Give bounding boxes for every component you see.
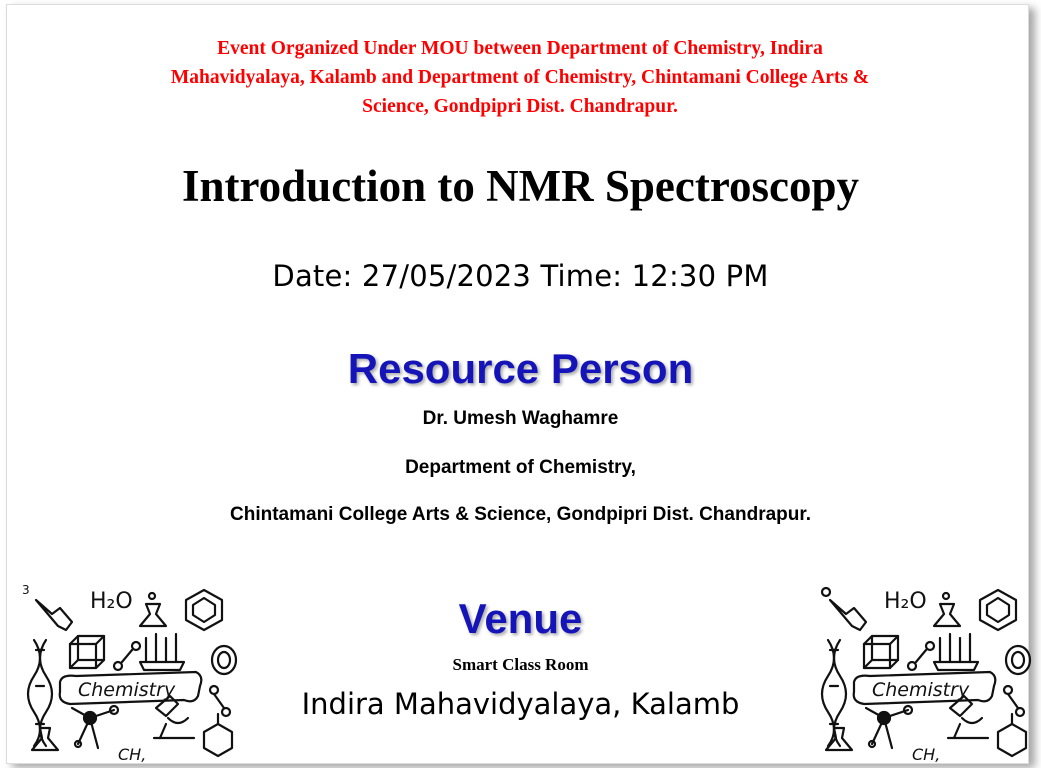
event-datetime: Date: 27/05/2023 Time: 12:30 PM — [272, 259, 769, 293]
venue-room: Smart Class Room — [452, 655, 589, 674]
mou-line-3: Science, Gondpipri Dist. Chandrapur. — [362, 96, 678, 117]
doodle-left-label: Chemistry — [78, 679, 176, 701]
resource-person-college: Chintamani College Arts & Science, Gondp… — [230, 504, 811, 525]
resource-person-name: Dr. Umesh Waghamre — [422, 408, 619, 429]
venue-college: Indira Mahavidyalaya, Kalamb — [301, 687, 740, 721]
doodle-left-ch: CH, — [118, 745, 146, 763]
resource-person-department: Department of Chemistry, — [405, 457, 636, 478]
mou-line-2: Mahavidyalaya, Kalamb and Department of … — [170, 67, 870, 88]
mou-line-1: Event Organized Under MOU between Depart… — [217, 38, 823, 59]
chemistry-doodle-left-art: H₂O Chemistry CH, 3 — [22, 583, 238, 764]
mou-notice: Event Organized Under MOU between Depart… — [40, 34, 1000, 121]
chemistry-doodle-right-art: H₂O Chemistry CH, — [820, 586, 1032, 764]
doodle-left-h2o: H₂O — [90, 589, 133, 614]
resource-person-heading: Resource Person — [347, 345, 694, 392]
event-title: Introduction to NMR Spectroscopy — [181, 161, 860, 211]
doodle-right-ch: CH, — [912, 745, 940, 763]
doodle-left-three: 3 — [22, 583, 30, 597]
chemistry-doodle-right: H₂O Chemistry CH, — [812, 578, 1041, 764]
venue-heading: Venue — [458, 595, 583, 642]
doodle-right-h2o: H₂O — [884, 589, 927, 614]
doodle-right-label: Chemistry — [872, 679, 970, 701]
chemistry-doodle-left: H₂O Chemistry CH, 3 — [18, 578, 248, 764]
